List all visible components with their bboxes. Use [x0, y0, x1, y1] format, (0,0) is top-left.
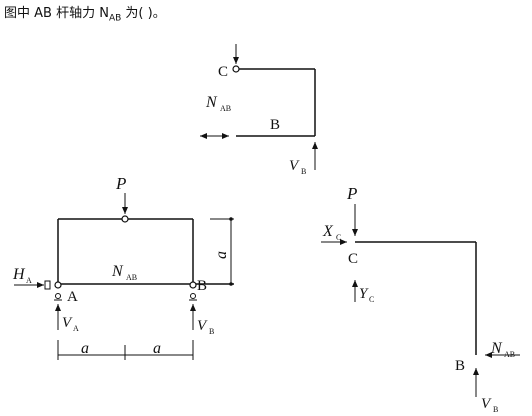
label-vb: V: [197, 318, 208, 334]
right-label-n-sub: AB: [504, 350, 515, 359]
question-sub: AB: [108, 13, 122, 24]
hinge-p: [121, 215, 129, 223]
right-label-vb-sub: B: [493, 405, 498, 414]
top-label-n: N: [205, 94, 218, 111]
label-a-point: A: [67, 289, 78, 305]
right-label-p: P: [346, 184, 357, 203]
label-va-sub: A: [73, 324, 79, 333]
right-free-body: P X C C Y C N AB B V B: [321, 184, 520, 414]
label-n: N: [111, 263, 124, 280]
top-label-c: C: [218, 64, 228, 80]
label-b-point: B: [197, 278, 207, 294]
right-label-vb: V: [481, 396, 492, 412]
right-label-yc: Y: [359, 286, 369, 302]
whole-structure: P N AB H A A B V A V B a a a: [12, 174, 234, 360]
label-ha-sub: A: [26, 276, 32, 285]
right-label-c: C: [348, 251, 358, 267]
question-prefix: 图中 AB 杆轴力 N: [4, 6, 109, 21]
label-vb-sub: B: [209, 327, 214, 336]
top-label-n-sub: AB: [220, 104, 231, 113]
top-label-b: B: [270, 117, 280, 133]
label-n-sub: AB: [126, 273, 137, 282]
top-free-body: C N AB B V B: [200, 44, 318, 176]
support-a: [44, 280, 62, 301]
right-label-n: N: [490, 340, 503, 357]
question-suffix: 为( )。: [121, 6, 166, 21]
support-b: [189, 281, 197, 301]
label-dim-a-vertical: a: [213, 251, 230, 259]
label-dim-a-1: a: [81, 340, 89, 357]
right-label-xc-sub: C: [336, 233, 341, 242]
dim-horizontal: [57, 340, 194, 360]
right-label-b: B: [455, 358, 465, 374]
label-ha: H: [12, 266, 26, 283]
dim-vertical: [210, 217, 234, 286]
right-label-yc-sub: C: [369, 295, 374, 304]
top-label-v-sub: B: [301, 167, 306, 176]
label-p: P: [115, 174, 126, 193]
right-label-xc: X: [322, 223, 334, 240]
label-dim-a-2: a: [153, 340, 161, 357]
label-va: V: [62, 315, 73, 331]
top-hinge-c: [232, 65, 240, 73]
top-label-v: V: [289, 158, 300, 174]
question-text: 图中 AB 杆轴力 NAB 为( )。: [4, 2, 166, 24]
